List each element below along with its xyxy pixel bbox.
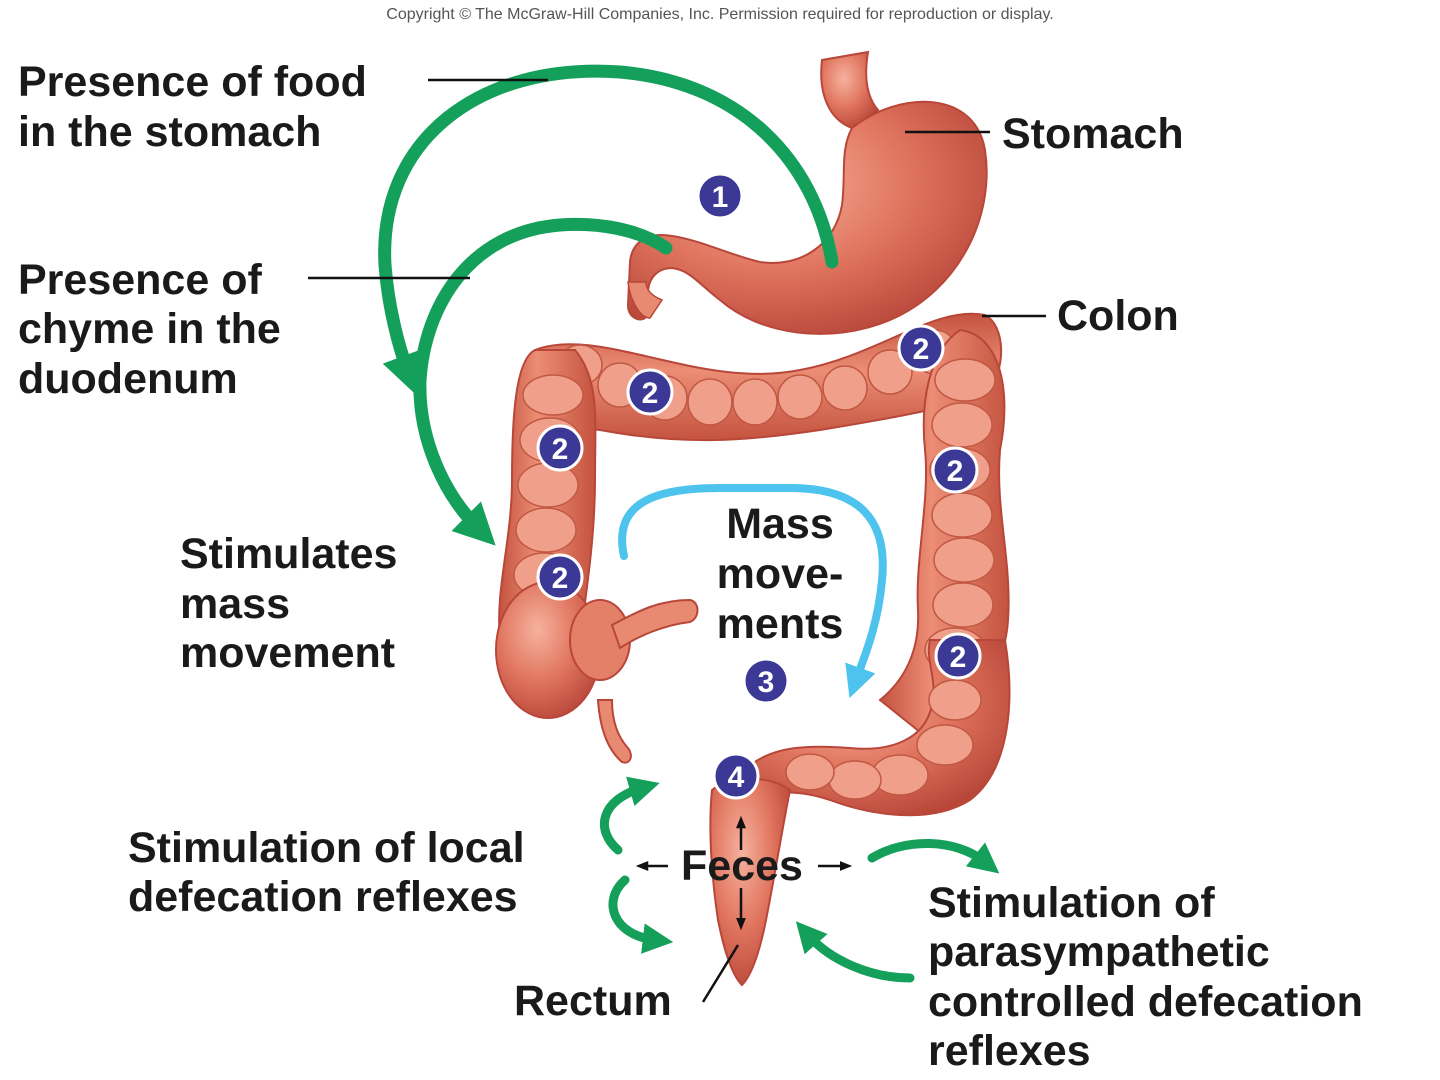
svg-text:duodenum: duodenum	[18, 355, 238, 403]
chyme-label: Presence of chyme in the duodenum	[18, 256, 281, 403]
step-badge: 2	[626, 368, 674, 416]
svg-text:controlled defecation: controlled defecation	[928, 978, 1363, 1026]
colon-illustration	[495, 312, 1011, 987]
svg-text:2: 2	[552, 562, 569, 595]
stomach-label: Stomach	[1002, 110, 1184, 158]
stimulates-label: Stimulates mass movement	[180, 530, 397, 677]
chyme-stimulus-arrow	[413, 217, 673, 546]
stomach-illustration	[626, 50, 988, 335]
parasympathetic-label: Stimulation of parasympathetic controlle…	[928, 879, 1363, 1075]
svg-text:3: 3	[758, 666, 775, 699]
svg-text:2: 2	[947, 455, 964, 488]
step-badge: 2	[931, 446, 979, 494]
svg-text:Stimulation of local: Stimulation of local	[128, 824, 525, 872]
step-badge: 3	[742, 657, 790, 705]
step-badge: 1	[696, 172, 744, 220]
step-badge: 2	[536, 553, 584, 601]
svg-text:2: 2	[642, 377, 659, 410]
feces-label: Feces	[681, 842, 803, 890]
svg-text:2: 2	[552, 433, 569, 466]
step-badge: 2	[897, 324, 945, 372]
svg-text:movement: movement	[180, 629, 395, 677]
svg-text:4: 4	[728, 761, 745, 794]
svg-text:mass: mass	[180, 580, 290, 628]
step-badges: 1 2 2 2 2 2 2 2 3 4	[536, 172, 982, 800]
svg-text:reflexes: reflexes	[928, 1027, 1091, 1075]
svg-text:Stimulates: Stimulates	[180, 530, 397, 578]
step-badge: 4	[712, 752, 760, 800]
mass-movement-arrow	[618, 484, 887, 699]
svg-text:in the stomach: in the stomach	[18, 108, 321, 156]
svg-text:chyme in the: chyme in the	[18, 305, 281, 353]
ileum	[610, 598, 699, 650]
svg-text:Mass: Mass	[726, 500, 834, 548]
local-reflex-label: Stimulation of local defecation reflexes	[128, 824, 525, 921]
step-badge: 2	[934, 632, 982, 680]
appendix	[596, 699, 632, 764]
svg-text:1: 1	[712, 181, 729, 214]
parasympathetic-reflex-arrows	[795, 839, 1000, 983]
food-stimulus-arrow	[378, 64, 839, 396]
svg-text:2: 2	[950, 641, 967, 674]
colon-label: Colon	[1057, 292, 1179, 340]
svg-text:Presence of: Presence of	[18, 256, 262, 304]
svg-text:2: 2	[913, 333, 930, 366]
rectum-leader-line	[701, 944, 740, 1003]
copyright-notice: Copyright © The McGraw-Hill Companies, I…	[386, 6, 1053, 23]
local-reflex-arrows	[599, 776, 674, 954]
svg-text:parasympathetic: parasympathetic	[928, 928, 1270, 976]
svg-text:defecation reflexes: defecation reflexes	[128, 873, 518, 921]
food-label: Presence of food in the stomach	[18, 58, 367, 156]
rectum-label: Rectum	[514, 977, 672, 1025]
rectum-illustration	[709, 777, 792, 987]
step-badge: 2	[536, 424, 584, 472]
svg-text:ments: ments	[717, 600, 844, 648]
sigmoid-haustra	[785, 679, 982, 800]
mass-movements-label: Mass move- ments	[717, 500, 844, 648]
feces-direction-arrows	[635, 815, 853, 931]
svg-text:Presence of food: Presence of food	[18, 58, 367, 106]
svg-text:move-: move-	[717, 550, 844, 598]
svg-text:Stimulation of: Stimulation of	[928, 879, 1215, 927]
